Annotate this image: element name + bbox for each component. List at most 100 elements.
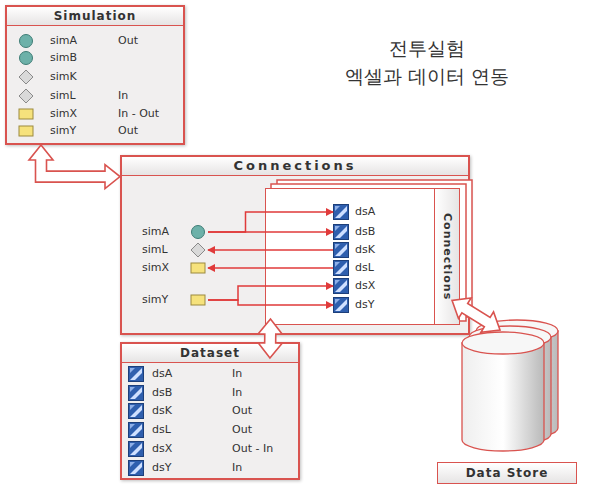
diamond-icon bbox=[190, 242, 206, 258]
rect-glyph bbox=[19, 126, 33, 136]
panel-box: ConnectionssimAsimLsimXsimYConnectionsds… bbox=[120, 155, 470, 335]
tab-label: Connections bbox=[434, 189, 459, 324]
ds-icon bbox=[128, 385, 144, 401]
ds-glyph bbox=[334, 261, 349, 276]
ds-glyph bbox=[130, 368, 142, 380]
signal-item: simK bbox=[18, 69, 178, 85]
rect-glyph bbox=[191, 263, 205, 273]
store-label: Data Store bbox=[437, 462, 577, 484]
direction-label: Out bbox=[118, 123, 138, 139]
direction-label: Out bbox=[118, 33, 138, 49]
direction-label: In bbox=[232, 385, 242, 401]
item-name: simY bbox=[50, 123, 76, 139]
signal-item: simXIn - Out bbox=[18, 106, 178, 122]
cylinder-top bbox=[469, 326, 551, 348]
ds-glyph bbox=[334, 225, 349, 240]
signal-port: simX bbox=[142, 260, 208, 276]
ds-glyph bbox=[334, 243, 349, 258]
ds-glyph bbox=[335, 262, 340, 267]
ds-icon bbox=[333, 224, 349, 240]
signal-port: simA bbox=[142, 224, 208, 240]
panel-title: Connections bbox=[122, 157, 468, 176]
ds-glyph bbox=[335, 280, 340, 285]
panel-title: Dataset bbox=[122, 344, 298, 363]
dataset-item: dsBIn bbox=[128, 385, 293, 401]
ds-glyph bbox=[335, 262, 347, 274]
ds-icon bbox=[128, 366, 144, 382]
rect-glyph bbox=[19, 109, 33, 119]
ds-glyph bbox=[335, 299, 347, 311]
ds-icon bbox=[333, 204, 349, 220]
item-name: dsK bbox=[355, 242, 375, 258]
ds-glyph bbox=[130, 462, 142, 474]
item-name: simL bbox=[50, 88, 76, 104]
circle-glyph bbox=[20, 35, 33, 48]
direction-label: Out bbox=[232, 422, 252, 438]
diamond-glyph bbox=[19, 70, 33, 84]
rect-icon bbox=[190, 260, 206, 276]
ds-glyph bbox=[129, 423, 144, 438]
signal-item: simY Out bbox=[18, 123, 178, 139]
circle-icon bbox=[18, 33, 34, 49]
item-name: simA bbox=[50, 33, 77, 49]
ds-glyph bbox=[334, 205, 349, 220]
ds-glyph bbox=[129, 442, 144, 457]
ds-glyph bbox=[335, 244, 340, 249]
ds-glyph bbox=[130, 387, 135, 392]
cylinder-body bbox=[462, 343, 544, 451]
ds-glyph bbox=[130, 368, 135, 373]
ds-icon bbox=[333, 242, 349, 258]
circle-icon bbox=[18, 50, 34, 66]
item-name: dsY bbox=[152, 460, 171, 476]
ds-glyph bbox=[129, 367, 144, 382]
ds-glyph bbox=[130, 405, 135, 410]
item-name: simX bbox=[142, 260, 169, 276]
rect-icon bbox=[190, 292, 206, 308]
ds-icon bbox=[128, 460, 144, 476]
ds-glyph bbox=[335, 206, 347, 218]
direction-label: In bbox=[232, 366, 242, 382]
cylinder-body bbox=[469, 337, 551, 445]
item-name: simX bbox=[50, 106, 77, 122]
ds-glyph bbox=[130, 424, 135, 429]
ds-glyph bbox=[334, 298, 349, 313]
panel-title: Simulation bbox=[7, 7, 183, 26]
rect-icon bbox=[18, 123, 34, 139]
ds-icon bbox=[128, 422, 144, 438]
dataset-port: dsX bbox=[333, 278, 395, 294]
circle-glyph bbox=[20, 52, 33, 65]
diamond-glyph bbox=[19, 89, 33, 103]
dataset-port: dsA bbox=[333, 204, 395, 220]
cylinder-body bbox=[476, 331, 558, 439]
item-name: dsB bbox=[355, 224, 375, 240]
dataset-port: dsY bbox=[333, 297, 395, 313]
ds-glyph bbox=[130, 387, 142, 399]
dataset-item: dsKOut bbox=[128, 403, 293, 419]
ds-glyph bbox=[334, 279, 349, 294]
dataset-port: dsB bbox=[333, 224, 395, 240]
dataset-item: dsAIn bbox=[128, 366, 293, 382]
panel-box: DatasetdsAIndsBIndsKOutdsLOutdsXOut - In… bbox=[120, 342, 300, 480]
ds-icon bbox=[333, 297, 349, 313]
ds-glyph bbox=[129, 461, 144, 476]
item-name: dsY bbox=[355, 297, 374, 313]
item-name: dsK bbox=[152, 403, 172, 419]
ds-glyph bbox=[335, 226, 347, 238]
item-name: simY bbox=[142, 292, 168, 308]
dataset-item: dsL Out bbox=[128, 422, 293, 438]
item-name: dsL bbox=[152, 422, 171, 438]
dataset-port: dsL bbox=[333, 260, 395, 276]
item-name: simK bbox=[50, 69, 77, 85]
dataset-port: dsK bbox=[333, 242, 395, 258]
item-name: simB bbox=[50, 50, 77, 66]
ds-glyph bbox=[129, 386, 144, 401]
diamond-icon bbox=[18, 88, 34, 104]
diagram-title: 전투실험 엑셀과 데이터 연동 bbox=[317, 34, 537, 90]
hollow-arrow bbox=[29, 145, 120, 189]
diamond-glyph bbox=[191, 243, 205, 257]
direction-label: Out - In bbox=[232, 441, 273, 457]
item-name: dsL bbox=[355, 260, 374, 276]
ds-glyph bbox=[130, 405, 142, 417]
ds-icon bbox=[333, 278, 349, 294]
rect-glyph bbox=[191, 295, 205, 305]
